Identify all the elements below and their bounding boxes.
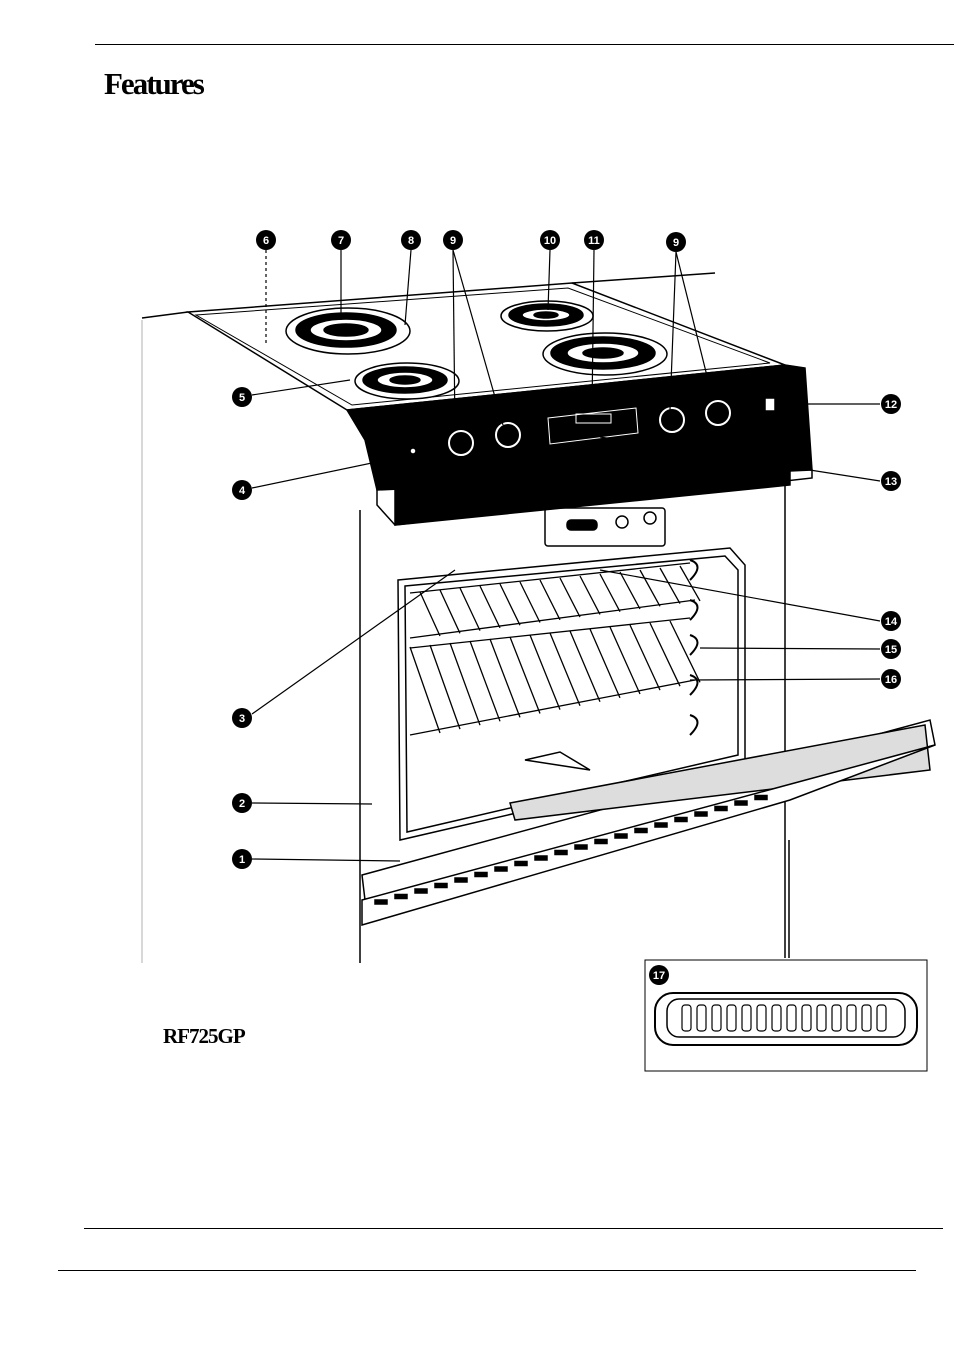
callout-6: 6	[256, 230, 276, 250]
callout-5: 5	[232, 387, 252, 407]
burner-right-front	[542, 332, 668, 376]
oven-body	[141, 320, 936, 963]
callout-number: 11	[588, 235, 600, 247]
cooktop	[141, 272, 786, 411]
callout-8: 8	[401, 230, 421, 250]
page-title: Features	[104, 66, 205, 101]
clock-display	[547, 407, 639, 445]
callout-11: 11	[584, 230, 604, 250]
rack-supports	[689, 559, 699, 736]
callout-number: 2	[239, 798, 245, 810]
callout-17: 17	[649, 965, 669, 985]
burner-right-rear	[500, 300, 594, 332]
callout-number: 8	[408, 235, 414, 247]
callout-number: 9	[450, 235, 456, 247]
callout-number: 10	[544, 235, 556, 247]
callout-2: 2	[232, 793, 252, 813]
callout-15: 15	[881, 639, 901, 659]
callout-4: 4	[232, 480, 252, 500]
callout-number: 6	[263, 235, 269, 247]
callout-9: 9	[666, 232, 686, 252]
model-number: RF725GP	[163, 1024, 246, 1048]
broiler-pan-inset	[644, 959, 928, 1072]
callout-16: 16	[881, 669, 901, 689]
control-panel	[345, 364, 813, 526]
callout-number: 16	[885, 674, 897, 686]
callout-number: 12	[885, 399, 897, 411]
callout-number: 15	[885, 644, 897, 656]
callout-number: 3	[239, 713, 245, 725]
callout-number: 13	[885, 476, 897, 488]
rack-upper	[409, 562, 701, 639]
oven-door	[361, 719, 936, 927]
callout-12: 12	[881, 394, 901, 414]
bottom-rule-2	[58, 1270, 916, 1271]
callout-number: 5	[239, 392, 245, 404]
callout-number: 7	[338, 235, 344, 247]
callout-9: 9	[443, 230, 463, 250]
callout-3: 3	[232, 708, 252, 728]
callout-13: 13	[881, 471, 901, 491]
rack-lower	[409, 617, 701, 736]
callout-number: 17	[653, 970, 665, 982]
callout-14: 14	[881, 611, 901, 631]
callout-number: 1	[239, 854, 245, 866]
bottom-rule-1	[84, 1228, 943, 1229]
leader-lines	[251, 249, 881, 862]
burner-left-rear	[285, 307, 411, 355]
callout-10: 10	[540, 230, 560, 250]
callout-7: 7	[331, 230, 351, 250]
callout-number: 9	[673, 237, 679, 249]
callout-number: 4	[239, 485, 246, 497]
top-rule	[95, 44, 954, 45]
burner-left-front	[354, 362, 460, 400]
callout-1: 1	[232, 849, 252, 869]
callout-number: 14	[885, 616, 898, 628]
